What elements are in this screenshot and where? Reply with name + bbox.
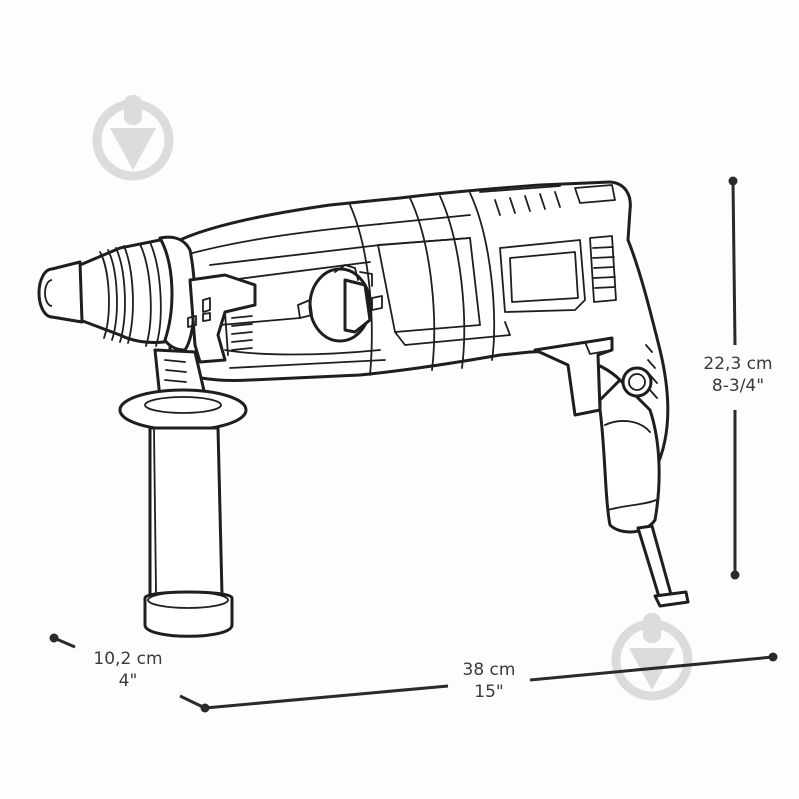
width-label: 10,2 cm 4": [80, 648, 176, 692]
length-imperial: 15": [474, 682, 504, 702]
auxiliary-side-handle: [118, 348, 248, 638]
length-metric: 38 cm: [462, 660, 516, 680]
drill-body-housing: [168, 180, 670, 472]
drill-chuck: [37, 235, 197, 352]
watermark-download-icon-bottom-right: [611, 613, 693, 701]
pistol-grip: [533, 336, 690, 608]
width-imperial: 4": [118, 671, 138, 691]
height-imperial: 8-3/4": [711, 376, 765, 396]
height-metric: 22,3 cm: [703, 354, 773, 374]
width-dimension-line: [49, 633, 206, 710]
side-handle-clamp: [187, 273, 257, 364]
width-metric: 10,2 cm: [93, 649, 163, 669]
height-label: 22,3 cm 8-3/4": [686, 353, 790, 397]
watermark-download-icon-top-left: [92, 95, 174, 181]
mode-selector-knob: [297, 264, 383, 343]
height-dimension-line: [728, 176, 740, 580]
hammer-drill-illustration: [37, 180, 690, 638]
length-label: 38 cm 15": [449, 659, 529, 703]
